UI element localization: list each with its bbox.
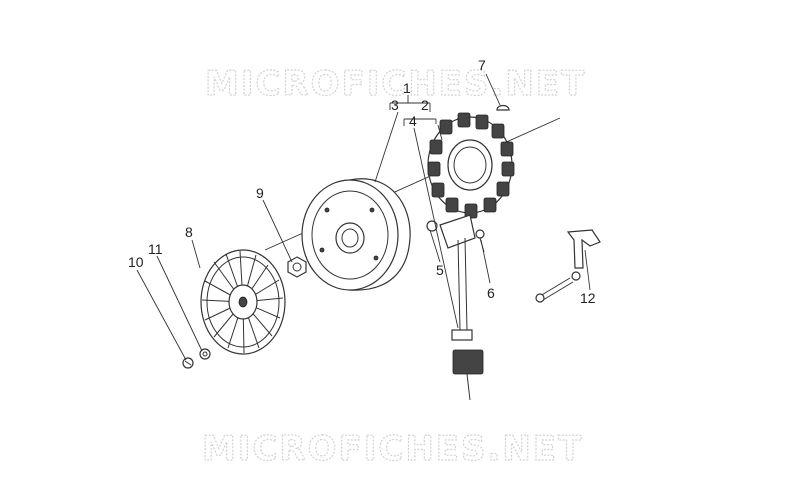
part-12-cable-clamp[interactable] (535, 229, 601, 303)
part-7-woodruff-key[interactable] (496, 104, 510, 111)
callout-8: 8 (185, 224, 193, 240)
part-10-screw[interactable] (182, 357, 194, 369)
callout-3: 3 (391, 97, 399, 113)
part-3-rotor-flywheel[interactable] (301, 178, 411, 291)
watermark-top: MICROFICHES.NET (205, 64, 586, 104)
part-4-stator-winding[interactable] (427, 112, 515, 219)
part-5-pickup-bracket[interactable] (426, 214, 484, 401)
part-9-nut[interactable] (287, 256, 307, 278)
callout-5: 5 (436, 262, 444, 278)
part-8-cooling-fan[interactable] (200, 249, 286, 355)
callout-bracket (389, 95, 437, 126)
callout-9: 9 (256, 185, 264, 201)
callout-1: 1 (403, 80, 411, 96)
part-11-washer[interactable] (199, 348, 211, 360)
watermark-bottom: MICROFICHES.NET (202, 429, 583, 469)
callout-6: 6 (487, 285, 495, 301)
callout-4: 4 (409, 113, 417, 129)
callout-2: 2 (421, 97, 429, 113)
callout-12: 12 (580, 290, 596, 306)
callout-7: 7 (478, 57, 486, 73)
leader-lines (136, 73, 591, 361)
callout-10: 10 (128, 254, 144, 270)
callout-11: 11 (148, 241, 163, 257)
